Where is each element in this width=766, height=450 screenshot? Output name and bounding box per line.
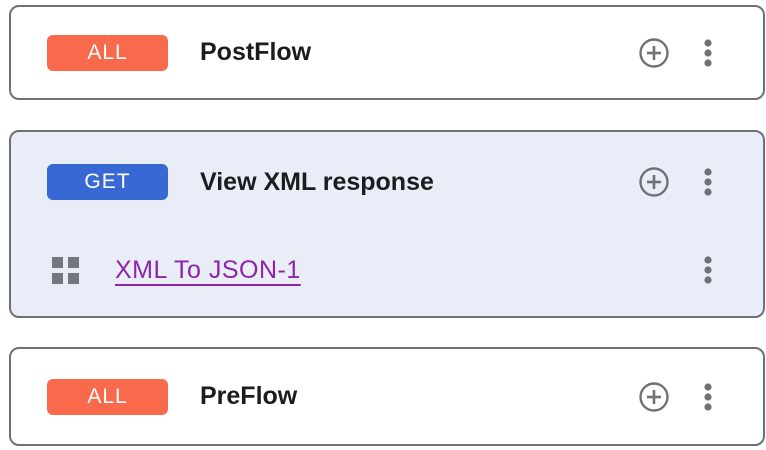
kebab-menu-icon [704,256,712,284]
flow-title: View XML response [200,167,434,196]
policy-menu-button[interactable] [692,254,724,286]
flow-row: ALL PostFlow [11,7,763,98]
flow-title: PostFlow [200,38,312,66]
policy-link[interactable]: XML To JSON-1 [115,255,301,284]
flow-card-postflow[interactable]: ALL PostFlow [9,5,765,100]
add-policy-button[interactable] [638,166,670,198]
add-circle-icon [639,37,669,68]
flow-menu-button[interactable] [692,381,724,413]
kebab-menu-icon [704,38,712,67]
method-badge: GET [47,164,168,200]
policy-row: XML To JSON-1 [11,232,763,308]
kebab-menu-icon [704,382,712,411]
flow-card-view-xml-response[interactable]: GET View XML response XML To JSON-1 [9,130,765,318]
method-badge: ALL [47,378,168,415]
kebab-menu-icon [704,168,712,196]
drag-grid-icon[interactable] [52,256,79,284]
flow-title: PreFlow [200,382,298,410]
add-circle-icon [639,167,669,197]
flow-menu-button[interactable] [692,37,724,69]
add-policy-button[interactable] [638,37,670,69]
add-circle-icon [639,381,669,412]
flow-menu-button[interactable] [692,166,724,198]
flow-card-preflow[interactable]: ALL PreFlow [9,347,765,446]
method-badge: ALL [47,34,168,71]
flow-row: ALL PreFlow [11,349,763,444]
flow-row: GET View XML response [11,132,763,232]
add-policy-button[interactable] [638,381,670,413]
